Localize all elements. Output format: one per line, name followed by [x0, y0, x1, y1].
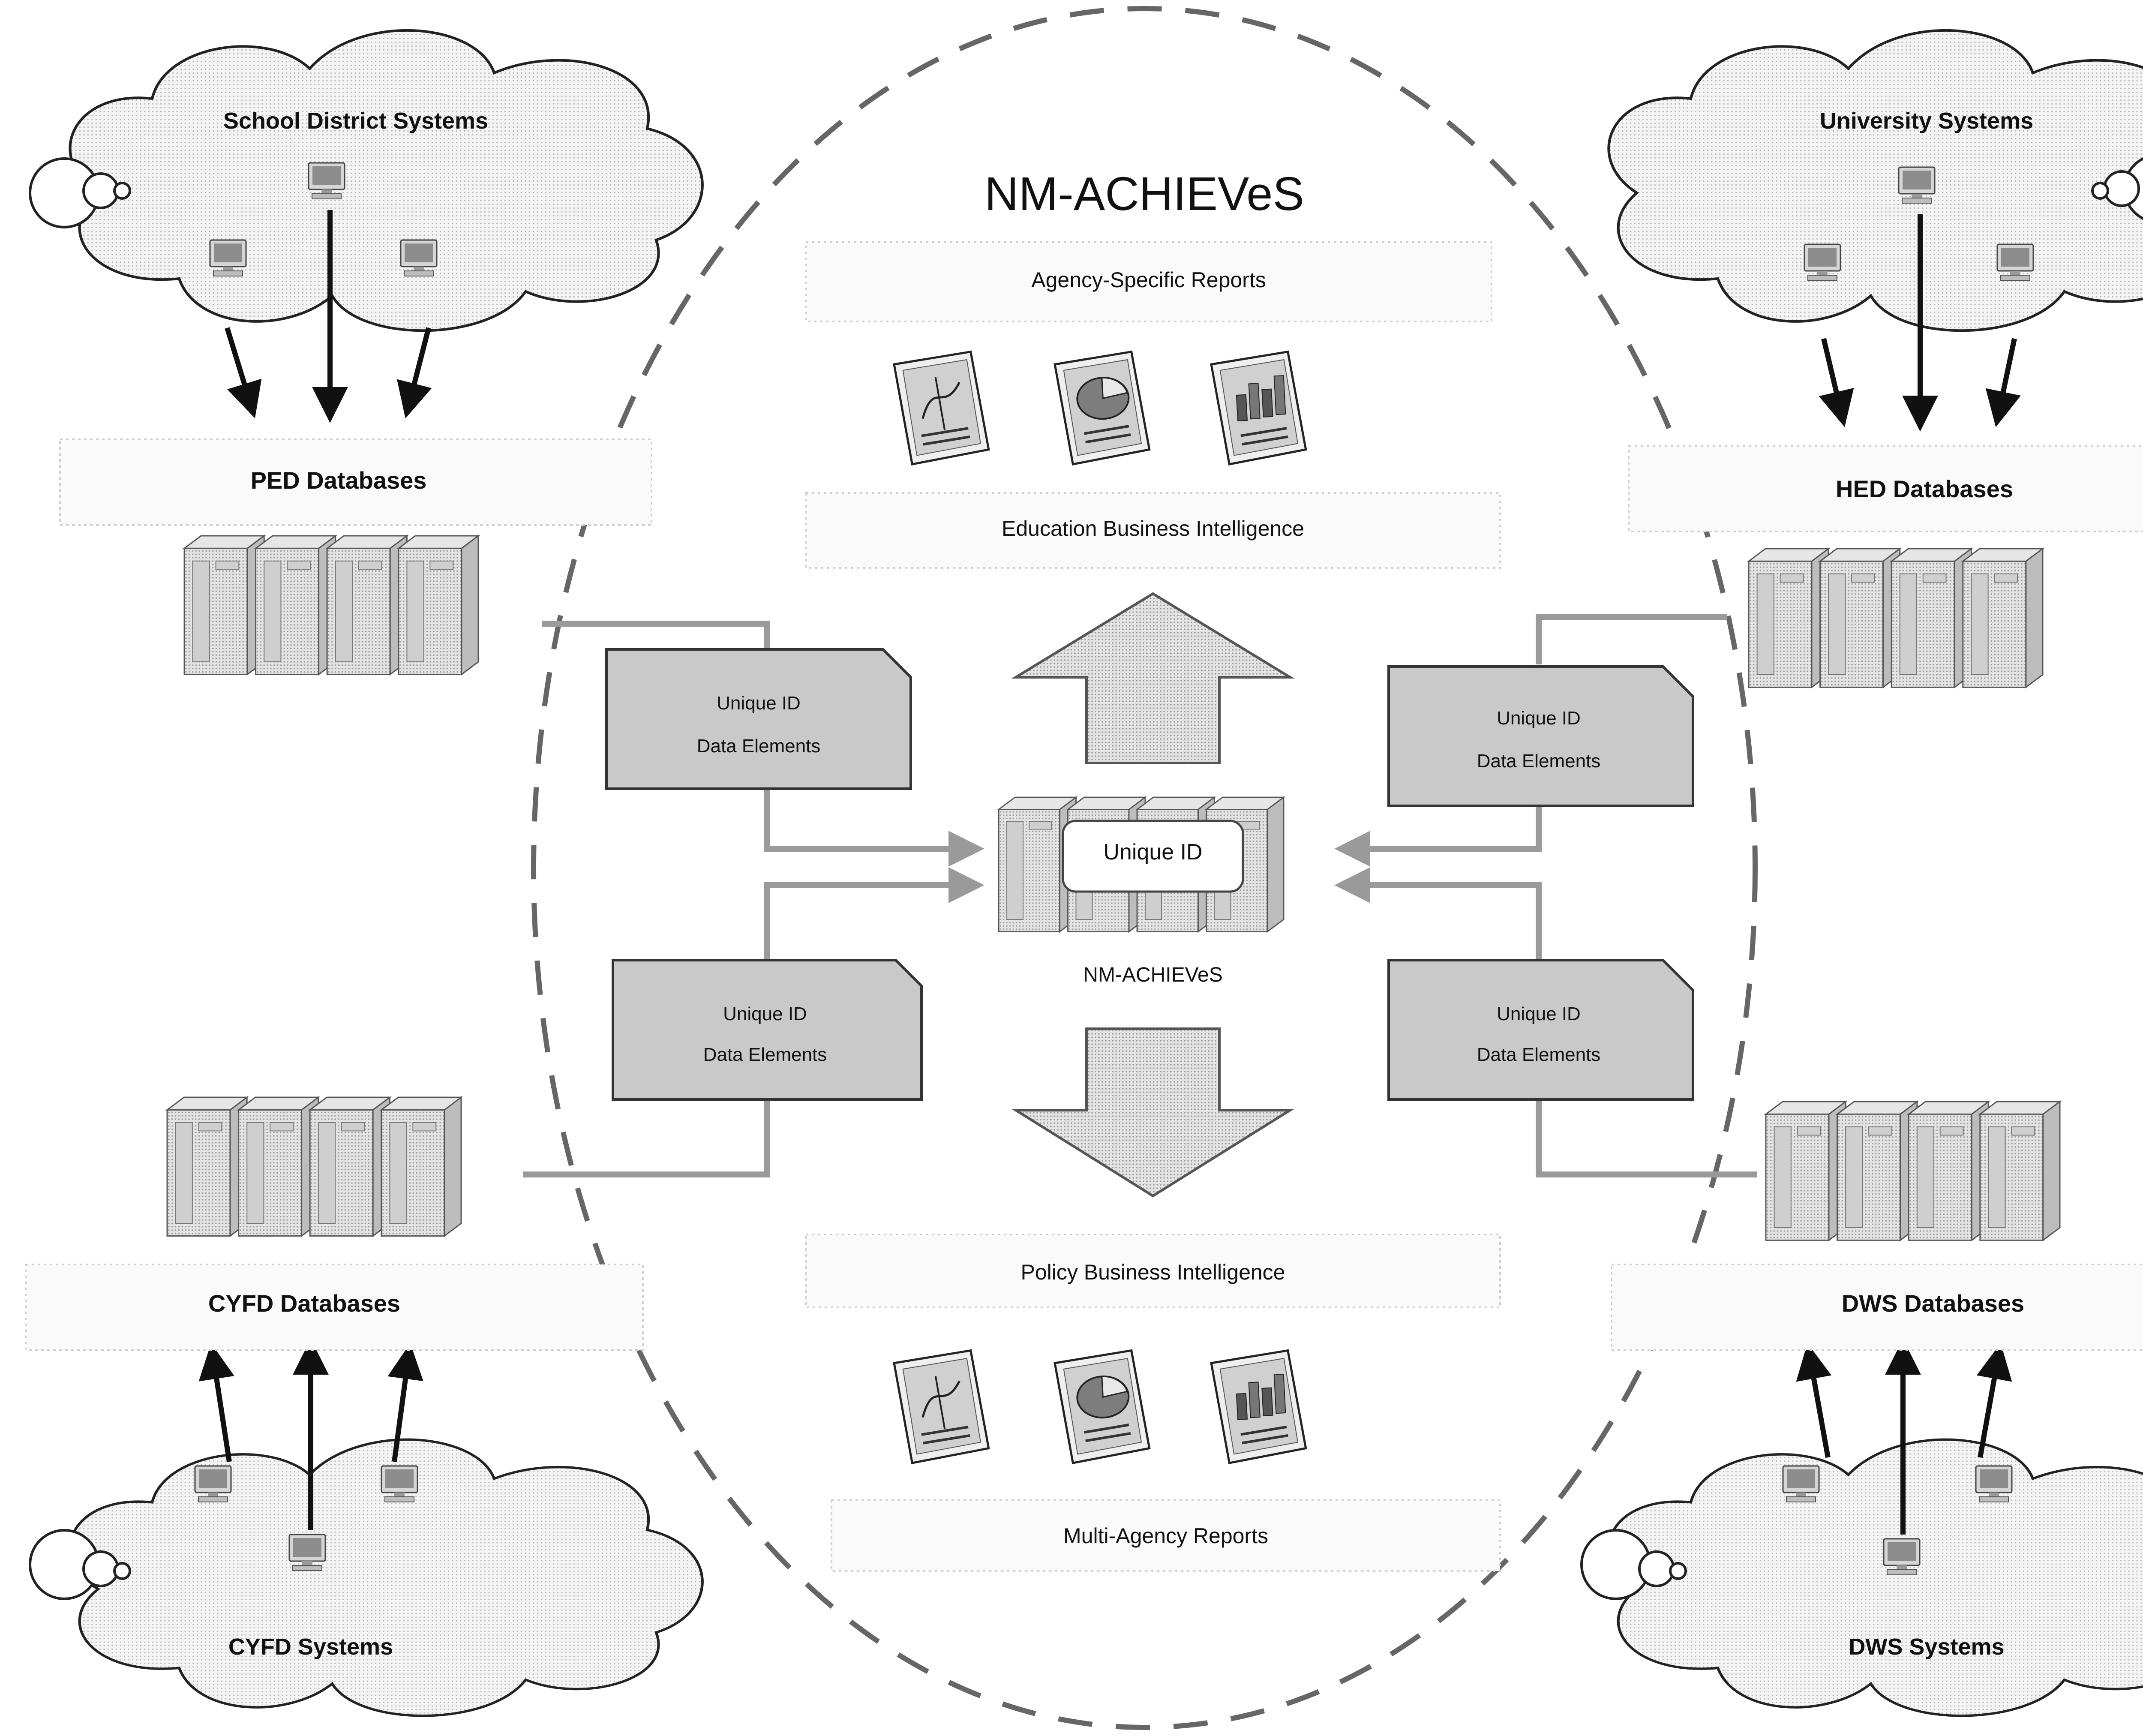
policy-bi-band: [805, 1234, 1501, 1308]
report-pie-chart-icon: [1054, 351, 1150, 465]
diagram-title: NM-ACHIEVeS: [984, 168, 1304, 220]
data-card-bottom-left: Unique ID Data Elements: [612, 959, 923, 1101]
report-line-chart-icon: [894, 351, 989, 465]
cyfd-databases-label: CYFD Databases: [208, 1290, 400, 1317]
workstation-icon: [1804, 243, 1841, 281]
cloud-bubbles-top-right: [2091, 157, 2143, 220]
dws-databases-band: [1611, 1264, 2143, 1351]
central-boundary-ellipse: [531, 6, 1758, 1730]
multi-agency-reports-label: Multi-Agency Reports: [1063, 1524, 1268, 1548]
data-card-bottom-right: Unique ID Data Elements: [1387, 959, 1694, 1101]
dws-database-servers-icon: [1765, 1101, 2061, 1241]
education-bi-label: Education Business Intelligence: [1002, 517, 1304, 541]
ped-database-servers-icon: [183, 535, 479, 675]
data-card-top-right: Unique ID Data Elements: [1387, 665, 1694, 807]
workstation-icon: [1996, 243, 2034, 281]
data-card-top-left-line2: Data Elements: [697, 736, 821, 757]
data-card-top-left: Unique ID Data Elements: [605, 648, 912, 790]
data-card-top-left-line1: Unique ID: [717, 693, 801, 714]
workstation-icon: [308, 162, 345, 200]
data-card-bottom-right-line2: Data Elements: [1477, 1044, 1601, 1065]
connectors: [523, 614, 1757, 1177]
multi-agency-reports-band: [831, 1499, 1501, 1572]
system-flow-arrows-top-right: [1819, 214, 2021, 432]
cloud-university: [1609, 30, 2143, 330]
cloud-school-district-label: School District Systems: [223, 108, 488, 134]
system-flow-arrows-top-left: [225, 210, 432, 423]
cloud-dws-label: DWS Systems: [1849, 1634, 2004, 1660]
data-card-bottom-left-line1: Unique ID: [723, 1003, 807, 1024]
cloud-bubbles-bottom-left: [29, 1529, 131, 1600]
education-bi-band: [805, 492, 1501, 569]
down-block-arrow: [1011, 1027, 1295, 1198]
cloud-bubbles-top-left: [29, 157, 131, 228]
workstation-icon: [209, 239, 247, 277]
workstation-icon: [1883, 1538, 1921, 1576]
hed-databases-band: [1628, 445, 2143, 532]
up-block-arrow: [1011, 592, 1295, 764]
report-bar-chart-icon-bottom: [1211, 1350, 1306, 1464]
system-flow-arrows-bottom-left: [198, 1339, 423, 1530]
cloud-cyfd-label: CYFD Systems: [228, 1634, 393, 1660]
workstation-icon: [400, 239, 438, 277]
data-card-bottom-right-line1: Unique ID: [1497, 1003, 1581, 1024]
system-flow-arrows-bottom-right: [1796, 1339, 2012, 1535]
workstation-icon: [381, 1465, 418, 1503]
dws-databases-label: DWS Databases: [1842, 1290, 2024, 1317]
cyfd-databases-band: [25, 1264, 644, 1351]
central-server-label: NM-ACHIEVeS: [1083, 964, 1222, 986]
unique-id-badge-label: Unique ID: [1103, 840, 1202, 865]
report-bar-chart-icon: [1211, 351, 1306, 465]
cloud-university-label: University Systems: [1820, 108, 2033, 134]
cloud-dws: [1609, 1439, 2143, 1715]
workstation-icon: [1782, 1465, 1820, 1503]
report-line-chart-icon-bottom: [894, 1350, 989, 1464]
agency-reports-band: [805, 241, 1492, 322]
data-card-bottom-left-line2: Data Elements: [703, 1044, 827, 1065]
cloud-school-district: [70, 30, 702, 330]
unique-id-badge: [1062, 820, 1244, 893]
cyfd-database-servers-icon: [166, 1096, 462, 1237]
data-card-top-right-line2: Data Elements: [1477, 751, 1601, 772]
workstation-icon: [194, 1465, 232, 1503]
policy-bi-label: Policy Business Intelligence: [1021, 1260, 1285, 1284]
hed-database-servers-icon: [1748, 548, 2044, 688]
hed-databases-label: HED Databases: [1836, 475, 2013, 502]
cloud-bubbles-bottom-right: [1580, 1529, 1687, 1600]
workstation-icon: [1898, 166, 1936, 204]
ped-databases-band: [59, 439, 652, 526]
workstation-icon: [288, 1534, 326, 1571]
report-pie-chart-icon-bottom: [1054, 1350, 1150, 1464]
agency-reports-label: Agency-Specific Reports: [1031, 268, 1266, 292]
ped-databases-label: PED Databases: [251, 467, 427, 494]
workstation-icon: [1975, 1465, 2013, 1503]
data-card-top-right-line1: Unique ID: [1497, 708, 1581, 729]
